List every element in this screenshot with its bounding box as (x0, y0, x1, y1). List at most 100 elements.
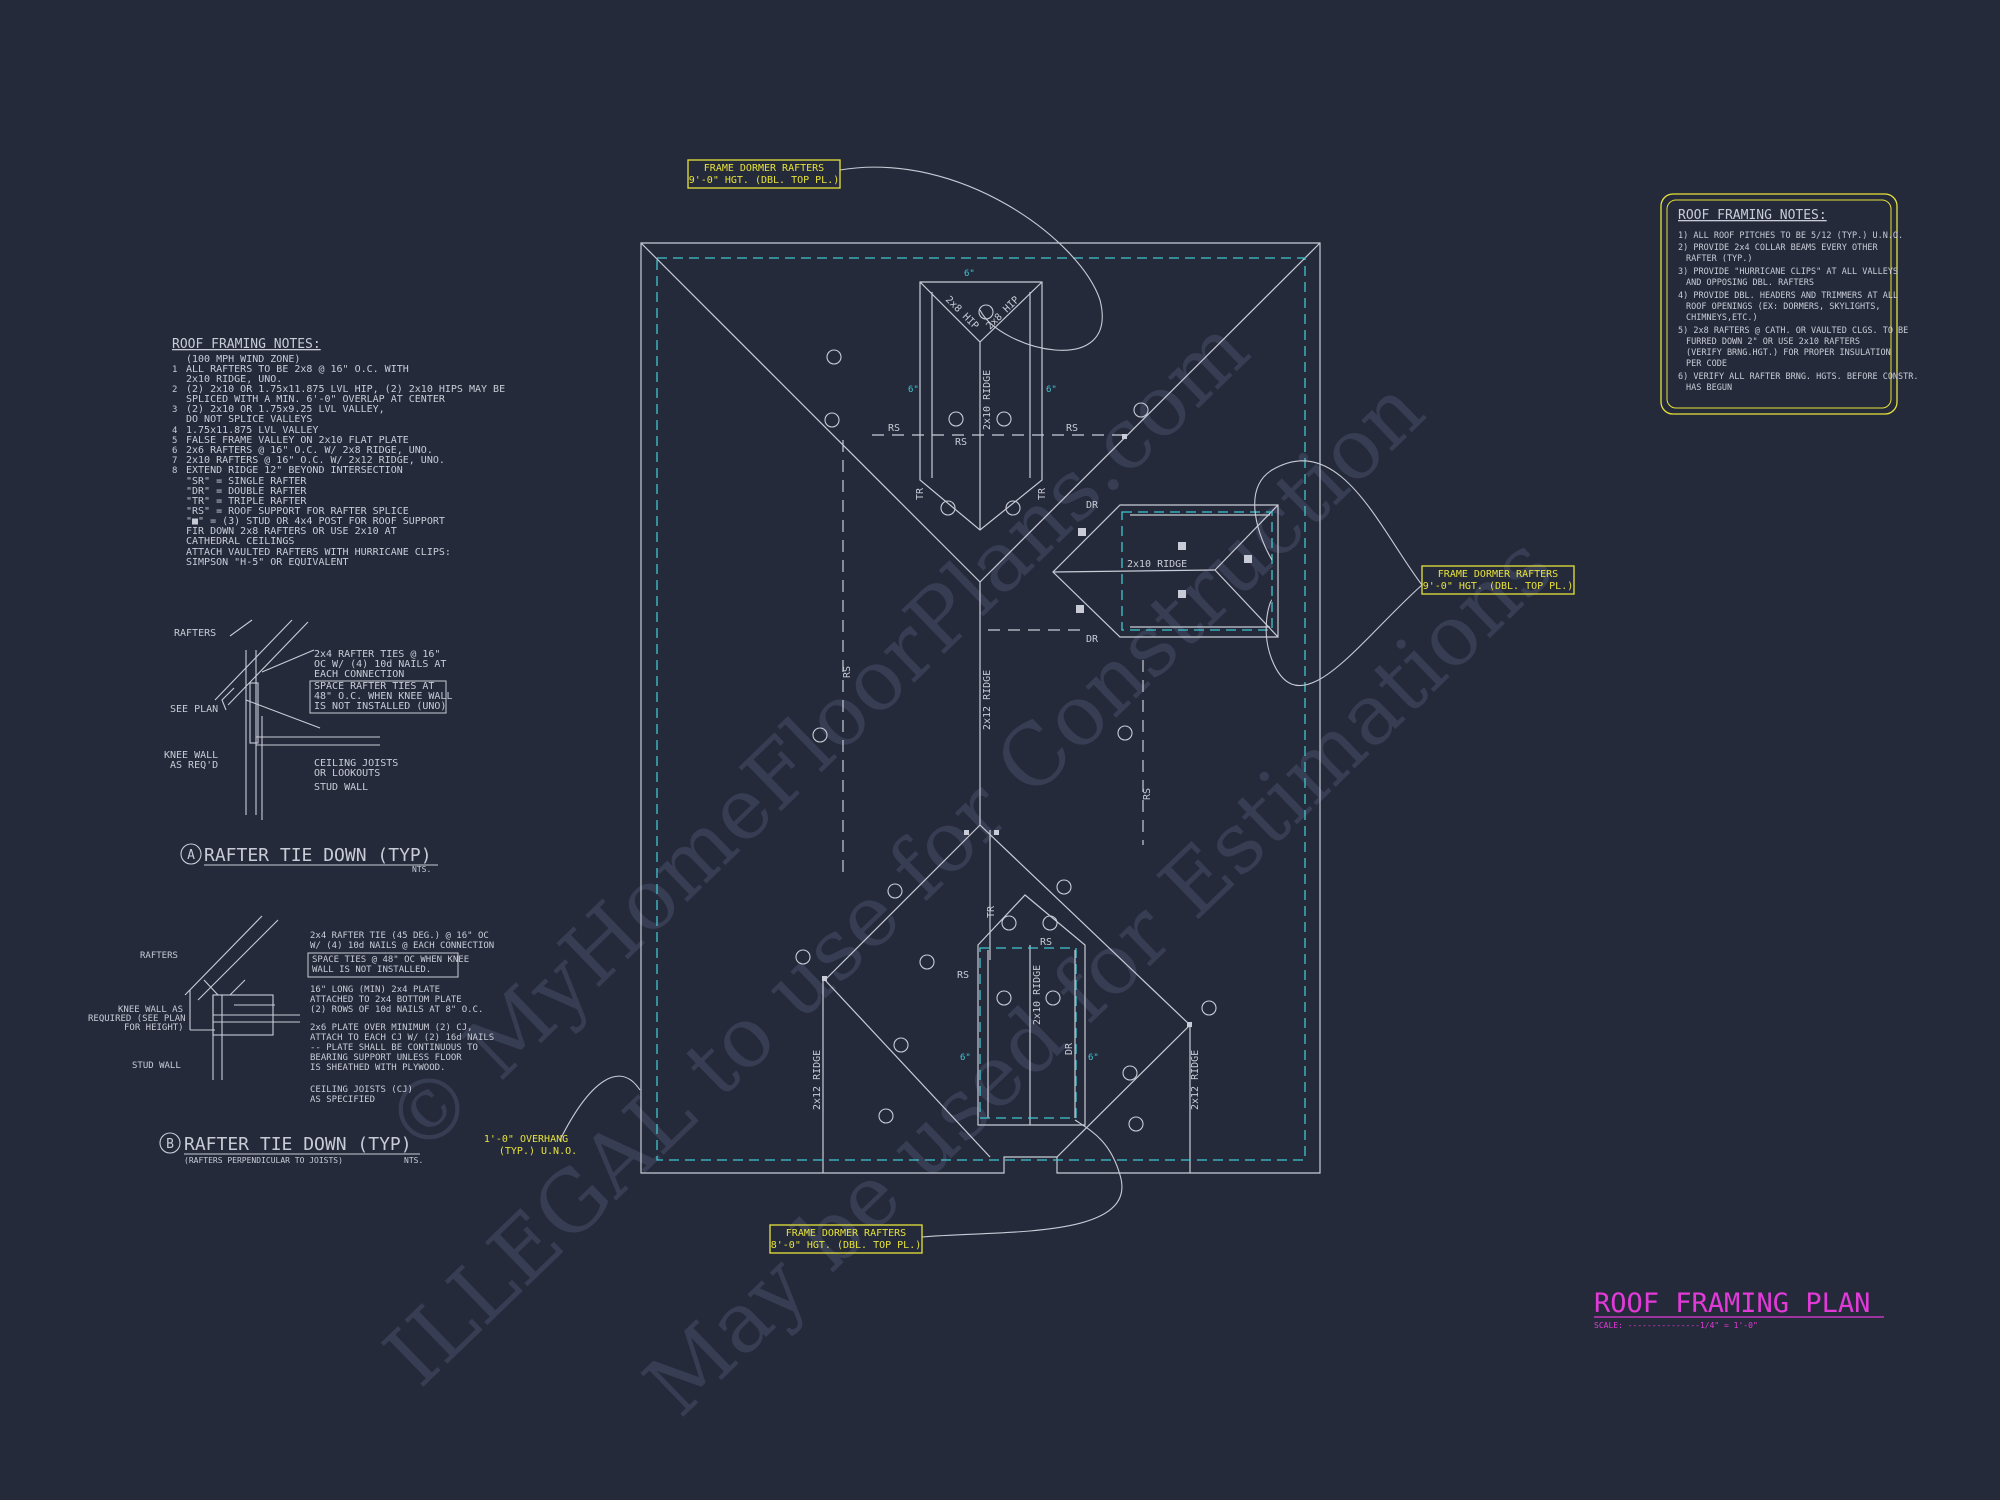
note-marker: 1 (172, 365, 177, 375)
note-line: FIR DOWN 2x8 RAFTERS OR USE 2x10 AT (186, 526, 397, 537)
label-see-plan: SEE PLAN (170, 704, 218, 715)
note-line: "DR" = DOUBLE RAFTER (186, 486, 307, 497)
label-ridge: 2x12 RIDGE (1190, 1050, 1201, 1110)
support-lines (842, 434, 1144, 880)
label-cj: OR LOOKOUTS (314, 768, 380, 779)
label-tie: 2x4 RAFTER TIE (45 DEG.) @ 16" OC (310, 931, 489, 941)
right-dormer (1052, 504, 1279, 638)
hip-line (640, 242, 981, 583)
label-tie: OC W/ (4) 10d NAILS AT (314, 659, 446, 670)
note-line: "SR" = SINGLE RAFTER (186, 476, 307, 487)
note-line: "TR" = TRIPLE RAFTER (186, 496, 307, 507)
label-hip: 2x8 HIP (984, 295, 1022, 333)
note-line: FALSE FRAME VALLEY ON 2x10 FLAT PLATE (186, 435, 409, 446)
label-rs: RS (957, 970, 969, 981)
detail-b-title: RAFTER TIE DOWN (TYP) (184, 1134, 412, 1155)
note-marker: 3 (172, 405, 177, 415)
label-tie: EACH CONNECTION (314, 669, 404, 680)
top-dormer (919, 281, 1043, 531)
detail-a-marker: A (187, 848, 195, 863)
plan-title: ROOF FRAMING PLAN (1594, 1288, 1870, 1319)
label-6in: 6" (1046, 385, 1057, 395)
label-rs: RS (1142, 788, 1153, 800)
note-line: PER CODE (1686, 359, 1727, 369)
label-plate: BEARING SUPPORT UNLESS FLOOR (310, 1053, 462, 1063)
overhang-line2: (TYP.) U.N.O. (499, 1146, 577, 1157)
label-rs: RS (842, 666, 853, 678)
note-line: ALL RAFTERS TO BE 2x8 @ 16" O.C. WITH (186, 364, 409, 375)
note-marker: 8 (172, 466, 177, 476)
note-line: SPLICED WITH A MIN. 6'-0" OVERLAP AT CEN… (186, 394, 446, 405)
note-line: ATTACH VAULTED RAFTERS WITH HURRICANE CL… (186, 547, 451, 558)
note-marker: 7 (172, 456, 177, 466)
note-line: 2x6 RAFTERS @ 16" O.C. W/ 2x8 RIDGE, UNO… (186, 445, 433, 456)
overhang-line1: 1'-0" OVERHANG (484, 1134, 568, 1145)
label-knee-wall: AS REQ'D (170, 760, 218, 771)
title-block: ROOF FRAMING PLAN SCALE: ---------------… (1594, 1288, 1884, 1330)
note-line: (2) 2x10 OR 1.75x9.25 LVL VALLEY, (186, 404, 385, 415)
clip-marks: 6" 6" 6" 6" 6" (908, 269, 1099, 1063)
label-rafters: RAFTERS (140, 951, 178, 961)
label-plate: IS SHEATHED WITH PLYWOOD. (310, 1063, 445, 1073)
label-stud: STUD WALL (314, 782, 368, 793)
note-line: (VERIFY BRNG.HGT.) FOR PROPER INSULATION (1686, 348, 1891, 358)
label-plate: ATTACH TO EACH CJ W/ (2) 16d NAILS (310, 1033, 494, 1043)
note-line: HAS BEGUN (1686, 383, 1732, 393)
note-marker: 2 (172, 385, 177, 395)
note-line: 1.75x11.875 LVL VALLEY (186, 425, 318, 436)
label-cj: CEILING JOISTS (314, 758, 398, 769)
callout-bottom-line1: FRAME DORMER RAFTERS (786, 1228, 906, 1239)
roof-plan (640, 242, 1321, 1174)
label-6in: 6" (964, 269, 975, 279)
label-rs: RS (1066, 423, 1078, 434)
detail-a-title: RAFTER TIE DOWN (TYP) (204, 845, 432, 866)
callout-overhang: 1'-0" OVERHANG (TYP.) U.N.O. (484, 1134, 577, 1157)
note-line: EXTEND RIDGE 12" BEYOND INTERSECTION (186, 465, 403, 476)
right-notes: ROOF FRAMING NOTES: 1) ALL ROOF PITCHES … (1660, 193, 1919, 415)
note-line: 6) VERIFY ALL RAFTER BRNG. HGTS. BEFORE … (1678, 372, 1919, 382)
callout-bottom: FRAME DORMER RAFTERS 8'-0" HGT. (DBL. TO… (769, 1224, 923, 1254)
note-line: CHIMNEYS,ETC.) (1686, 313, 1758, 323)
note-marker: 5 (172, 436, 177, 446)
label-ridge: 2x12 RIDGE (812, 1050, 823, 1110)
hip-line (979, 242, 1321, 583)
callout-top: FRAME DORMER RAFTERS 9'-0" HGT. (DBL. TO… (687, 159, 841, 189)
posts (822, 434, 1252, 1027)
note-line: 4) PROVIDE DBL. HEADERS AND TRIMMERS AT … (1678, 291, 1898, 301)
callout-top-line1: FRAME DORMER RAFTERS (704, 163, 824, 174)
label-6in: 6" (960, 1053, 971, 1063)
label-rs: RS (955, 437, 967, 448)
label-space: IS NOT INSTALLED (UNO) (314, 701, 446, 712)
note-line: (2) 2x10 OR 1.75x11.875 LVL HIP, (2) 2x1… (186, 384, 505, 395)
note-line: CATHEDRAL CEILINGS (186, 536, 294, 547)
label-rafters: RAFTERS (174, 628, 216, 639)
note-line: AND OPPOSING DBL. RAFTERS (1686, 278, 1814, 288)
note-line: RAFTER (TYP.) (1686, 254, 1753, 264)
label-space: SPACE TIES @ 48" OC WHEN KNEE (312, 955, 469, 965)
label-tie: W/ (4) 10d NAILS @ EACH CONNECTION (310, 941, 494, 951)
label-space: WALL IS NOT INSTALLED. (312, 965, 431, 975)
label-plate: 2x6 PLATE OVER MINIMUM (2) CJ, (310, 1023, 473, 1033)
label-knee-wall: FOR HEIGHT) (124, 1023, 184, 1033)
label-dr: DR (1064, 1042, 1075, 1055)
note-line: "■" = (3) STUD OR 4x4 POST FOR ROOF SUPP… (186, 516, 445, 527)
note-line: 5) 2x8 RAFTERS @ CATH. OR VAULTED CLGS. … (1678, 326, 1908, 336)
note-line: 2x10 RIDGE, UNO. (186, 374, 282, 385)
label-cj: CEILING JOISTS (CJ) (310, 1085, 413, 1095)
note-marker: 6 (172, 446, 177, 456)
label-space: SPACE RAFTER TIES AT (314, 681, 434, 692)
plan-markers (795, 304, 1217, 1132)
label-tie: 2x4 RAFTER TIES @ 16" (314, 649, 440, 660)
callout-right-line1: FRAME DORMER RAFTERS (1438, 569, 1558, 580)
label-dr: DR (1086, 500, 1099, 511)
note-line: "RS" = ROOF SUPPORT FOR RAFTER SPLICE (186, 506, 409, 517)
note-marker: 4 (172, 426, 177, 436)
callout-bottom-line2: 8'-0" HGT. (DBL. TOP PL.) (771, 1240, 922, 1251)
label-knee-wall: KNEE WALL (164, 750, 218, 761)
left-notes: ROOF FRAMING NOTES: (100 MPH WIND ZONE) … (172, 337, 505, 568)
note-line: 2x10 RAFTERS @ 16" O.C. W/ 2x12 RIDGE, U… (186, 455, 445, 466)
note-line: 1) ALL ROOF PITCHES TO BE 5/12 (TYP.) U.… (1678, 231, 1903, 241)
label-ridge: 2x10 RIDGE (1032, 965, 1043, 1025)
note-line: (100 MPH WIND ZONE) (186, 354, 300, 365)
